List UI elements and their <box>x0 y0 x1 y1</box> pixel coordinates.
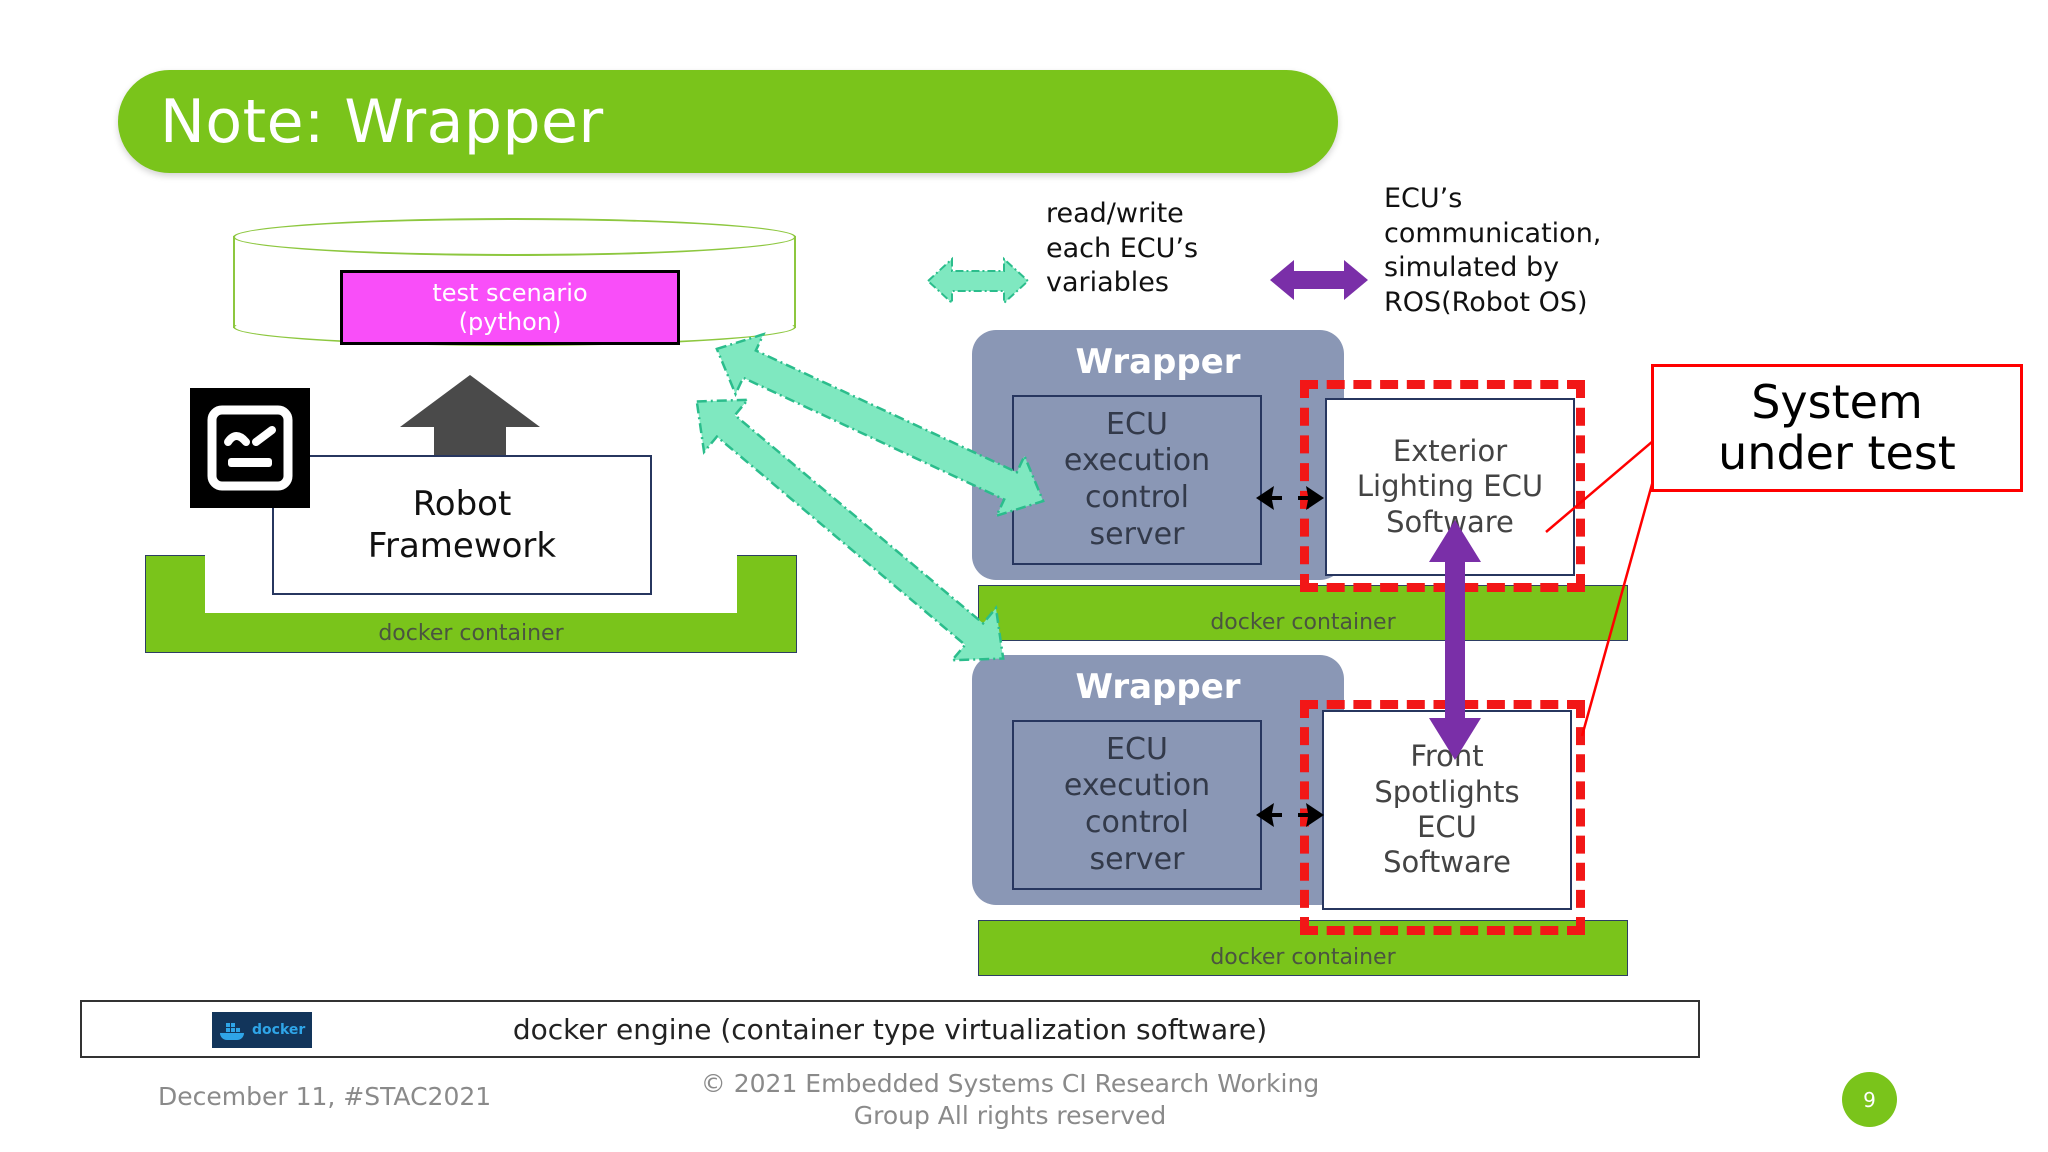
footer-date: December 11, #STAC2021 <box>158 1082 492 1111</box>
legend-ros-line2: communication, <box>1384 217 1602 249</box>
system-under-test-line1: System <box>1751 375 1923 430</box>
test-scenario-label-line2: (python) <box>458 307 562 336</box>
docker-engine-bar: docker engine (container type virtualiza… <box>80 1000 1700 1058</box>
robot-framework-label-line2: Framework <box>367 526 557 566</box>
legend-read-write-line1: read/write <box>1046 198 1184 229</box>
wrapper-title-top: Wrapper <box>1075 342 1241 382</box>
front-spotlights-label: Front Spotlights ECU Software <box>1374 739 1519 881</box>
ros-communication-arrow <box>1429 520 1481 760</box>
footer-copyright-line1: © 2021 Embedded Systems CI Research Work… <box>700 1069 1320 1098</box>
footer-copyright: © 2021 Embedded Systems CI Research Work… <box>690 1068 1330 1132</box>
footer-copyright-line2: Group All rights reserved <box>853 1101 1167 1130</box>
ecu-exec-line1-bottom: ECU <box>1106 731 1168 767</box>
ecu-exec-line3-top: control <box>1084 480 1189 515</box>
front-spotlights-line3: ECU <box>1417 810 1477 844</box>
ecu-execution-control-server-bottom: ECU execution control server <box>1012 720 1262 890</box>
robot-face-icon <box>207 405 293 491</box>
front-spotlights-line4: Software <box>1383 845 1511 880</box>
docker-container-label-bottom: docker container <box>1210 945 1396 970</box>
docker-container-top: docker container <box>978 585 1628 641</box>
ecu-exec-line2-bottom: execution <box>1063 768 1211 804</box>
system-under-test-line2: under test <box>1718 426 1956 480</box>
system-under-test-boundary-top <box>1300 380 1585 592</box>
legend-ros-line1: ECU’s <box>1384 183 1463 214</box>
docker-logo: docker <box>212 1012 312 1048</box>
robot-framework-box: Robot Framework <box>272 455 652 595</box>
robot-framework-logo <box>190 388 310 508</box>
ecu-exec-line4-top: server <box>1089 516 1185 552</box>
legend-read-write-text: read/write each ECU’s variables <box>1046 197 1276 301</box>
ecu-exec-label-bottom: ECU execution control server <box>1064 732 1210 878</box>
test-scenario-box: test scenario (python) <box>340 270 680 345</box>
ecu-exec-line2-top: execution <box>1063 443 1211 479</box>
ecu-exec-line1-top: ECU <box>1106 406 1168 442</box>
legend-ros-line3: simulated by <box>1384 252 1560 284</box>
wrapper-title-bottom: Wrapper <box>1075 667 1241 707</box>
title-banner: Note: Wrapper <box>118 70 1338 173</box>
page-number-text: 9 <box>1863 1087 1876 1112</box>
cylinder-top-ellipse <box>233 218 796 256</box>
wrapper-block-bottom: Wrapper ECU execution control server <box>972 655 1344 905</box>
system-under-test-callout: System under test <box>1651 364 2023 492</box>
exterior-lighting-line1: Exterior <box>1392 433 1508 468</box>
system-under-test-boundary-bottom <box>1300 700 1585 935</box>
docker-logo-text: docker <box>252 1022 306 1038</box>
front-spotlights-line2: Spotlights <box>1374 774 1520 809</box>
ecu-exec-line4-bottom: server <box>1089 841 1185 877</box>
mint-double-arrow-legend-icon <box>926 256 1030 306</box>
wrapper-ecu-link-arrow-top <box>1256 486 1324 510</box>
page-title: Note: Wrapper <box>160 86 604 157</box>
docker-container-label: docker container <box>378 621 564 646</box>
front-spotlights-ecu-software-box: Front Spotlights ECU Software <box>1322 710 1572 910</box>
legend-read-write-line2: each ECU’s <box>1046 232 1199 264</box>
docker-engine-label: docker engine (container type virtualiza… <box>512 1012 1268 1046</box>
system-under-test-leader-lines <box>1545 429 1668 737</box>
purple-double-arrow-legend-icon <box>1270 260 1368 300</box>
exterior-lighting-line2: Lighting ECU <box>1356 469 1544 504</box>
legend-read-write-line3: variables <box>1046 267 1169 299</box>
docker-container-label-top: docker container <box>1210 610 1396 635</box>
legend-ros-line4: ROS(Robot OS) <box>1384 286 1588 318</box>
wrapper-block-top: Wrapper ECU execution control server <box>972 330 1344 580</box>
robot-framework-label-line1: Robot <box>412 483 512 524</box>
ecu-exec-line3-bottom: control <box>1084 805 1189 840</box>
wrapper-ecu-link-arrow-bottom <box>1256 803 1324 827</box>
test-scenario-label-line1: test scenario <box>432 278 588 307</box>
ecu-exec-label-top: ECU execution control server <box>1064 407 1210 553</box>
read-write-arrow-top <box>715 332 1045 518</box>
page-number-badge: 9 <box>1842 1072 1897 1127</box>
docker-whale-icon <box>220 1023 244 1040</box>
legend-ros-text: ECU’s communication, simulated by ROS(Ro… <box>1384 182 1684 320</box>
read-write-arrow-bottom <box>695 398 1005 662</box>
